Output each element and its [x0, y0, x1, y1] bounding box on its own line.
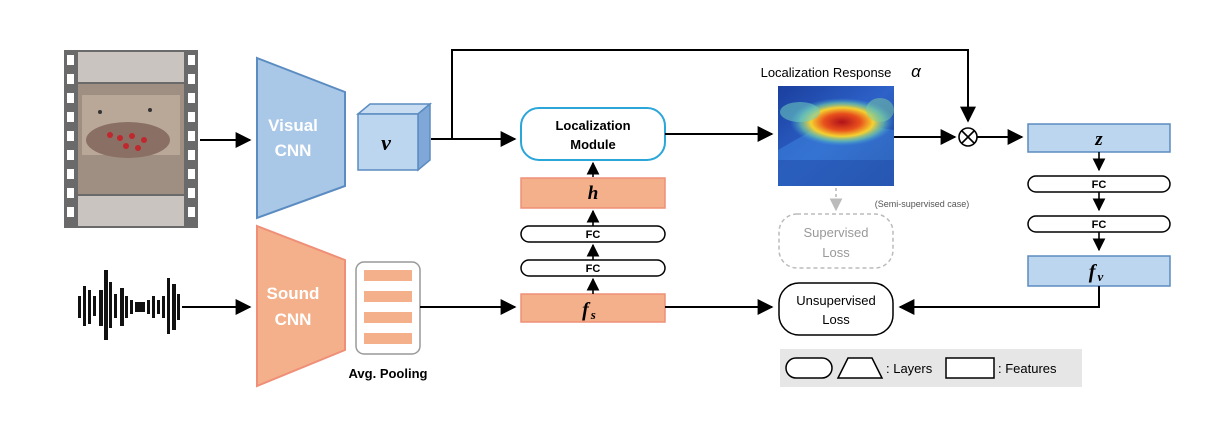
h-feature-label: h	[588, 183, 599, 204]
fs-sub: s	[590, 307, 596, 322]
fc-label: FC	[1092, 179, 1107, 191]
unsupervised-loss: Unsupervised Loss	[778, 282, 894, 336]
unsupervised-loss-label-2: Loss	[822, 312, 850, 327]
sound-cnn-label-2: CNN	[275, 310, 312, 329]
sound-waveform-icon	[78, 270, 180, 340]
sound-cnn-label-1: Sound	[267, 284, 320, 303]
arrow-v-to-multiply	[451, 49, 976, 139]
supervised-loss-label-1: Supervised	[803, 225, 868, 240]
legend: : Layers : Features	[780, 349, 1082, 387]
fc-layer-left-upper: FC	[520, 225, 666, 243]
alpha-symbol: α	[911, 62, 922, 81]
localization-module: Localization Module	[520, 107, 666, 161]
z-feature-label: z	[1094, 129, 1103, 150]
localization-module-label-1: Localization	[555, 118, 630, 133]
legend-feature-icon	[945, 357, 995, 379]
semi-supervised-note: (Semi-supervised case)	[875, 199, 970, 209]
fc-label: FC	[1092, 219, 1107, 231]
fc-label: FC	[586, 229, 601, 241]
legend-layer-trapezoid-icon	[836, 357, 884, 379]
fs-main: f	[582, 299, 591, 321]
localization-module-label-2: Module	[570, 137, 616, 152]
avg-pooling-label: Avg. Pooling	[349, 366, 428, 381]
supervised-loss: Supervised Loss	[778, 213, 894, 269]
avg-pooling-block: Avg. Pooling	[349, 261, 428, 381]
svg-text:fs: fs	[582, 299, 596, 322]
fv-main: f	[1089, 261, 1098, 283]
visual-cnn-label-2: CNN	[275, 141, 312, 160]
v-feature-label: v	[381, 130, 391, 155]
localization-response-title: Localization Response	[761, 65, 892, 80]
fc-layer-left-lower: FC	[520, 259, 666, 277]
visual-cnn-label-1: Visual	[268, 116, 318, 135]
unsupervised-loss-label-1: Unsupervised	[796, 293, 876, 308]
fv-sub: v	[1097, 269, 1103, 284]
legend-features-label: : Features	[998, 361, 1057, 376]
fc-label: FC	[586, 263, 601, 275]
video-frames-icon	[64, 50, 198, 228]
legend-layers-label: : Layers	[886, 361, 933, 376]
legend-layer-rounded-icon	[785, 357, 833, 379]
fc-layer-right-upper: FC	[1027, 175, 1171, 193]
v-feature-cube: v	[355, 102, 433, 172]
fc-layer-right-lower: FC	[1027, 215, 1171, 233]
svg-text:fv: fv	[1089, 261, 1104, 284]
arrow-fv-to-unsupervised	[898, 286, 1100, 315]
supervised-loss-label-2: Loss	[822, 245, 850, 260]
multiply-icon	[958, 127, 978, 147]
sound-cnn-layer: Sound CNN	[256, 224, 346, 388]
h-feature: h	[520, 177, 666, 209]
visual-cnn-layer: Visual CNN	[256, 56, 346, 220]
z-feature: z	[1027, 123, 1171, 153]
heatmap-image	[778, 86, 894, 186]
